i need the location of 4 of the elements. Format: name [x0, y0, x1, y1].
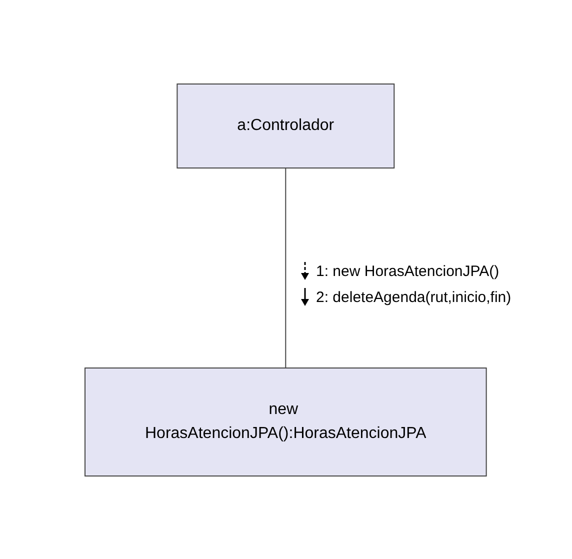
node-box: a:Controlador [177, 83, 395, 168]
node-box: new HorasAtencionJPA():HorasAtencionJPA [84, 367, 488, 476]
message-label: 1: new HorasAtencionJPA() [316, 262, 500, 280]
message-label: 2: deleteAgenda(rut,inicio,fin) [316, 288, 512, 306]
